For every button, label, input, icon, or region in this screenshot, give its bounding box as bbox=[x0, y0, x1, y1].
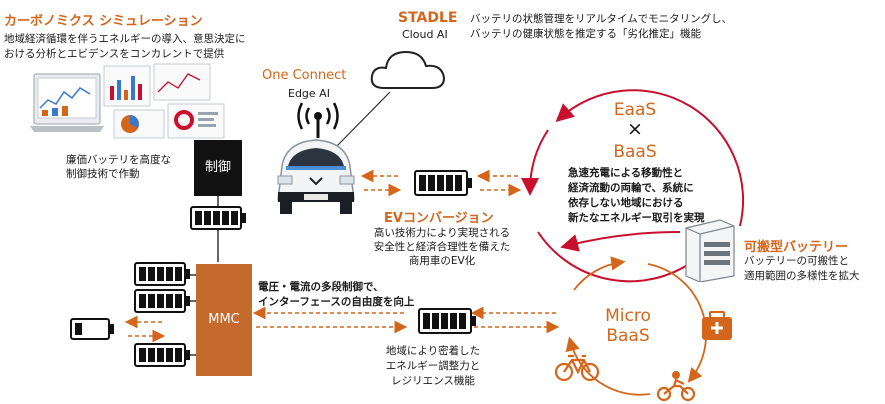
portable-desc-2: 適用範囲の多様性を拡大 bbox=[744, 270, 860, 282]
micro-baas-desc-2: エネルギー調整力と bbox=[385, 360, 481, 372]
micro-label: Micro bbox=[605, 306, 651, 326]
scooter-icon bbox=[656, 371, 696, 402]
control-box: 制御 bbox=[194, 140, 242, 196]
portable-battery-icon bbox=[685, 219, 735, 282]
stadle-subtitle: Cloud AI bbox=[402, 28, 448, 41]
bicycle-icon bbox=[554, 354, 600, 382]
one-connect-subtitle: Edge AI bbox=[288, 87, 330, 100]
eaas-desc-2: 経済流動の両輪で、系統に bbox=[568, 182, 694, 194]
eaas-desc-1: 急速充電による移動性と bbox=[568, 167, 684, 179]
ev-conversion-desc-2: 安全性と経済合理性を備えた bbox=[373, 241, 511, 253]
micro-baas-desc-3: レジリエンス機能 bbox=[391, 375, 475, 387]
carbonomics-desc-1: 地域経済循環を伴うエネルギーの導入、意思決定に bbox=[4, 33, 246, 45]
portable-title: 可搬型バッテリー bbox=[744, 240, 849, 255]
ev-conversion-title: EVコンバージョン bbox=[384, 211, 494, 226]
ev-conversion-desc-1: 高い技術力により実現される bbox=[373, 227, 511, 239]
first-aid-battery-icon bbox=[702, 311, 732, 340]
cloud-icon bbox=[370, 50, 446, 89]
carbonomics-title: カーボノミクス シミュレーション bbox=[4, 14, 203, 29]
baas-label: BaaS bbox=[613, 142, 657, 162]
battery-icon-mmc-3 bbox=[134, 343, 190, 367]
battery-low-icon bbox=[70, 318, 114, 340]
mmc-desc-2: インターフェースの自由度を向上 bbox=[258, 296, 415, 308]
laptop-dashboard-icon bbox=[30, 63, 225, 139]
battery-icon-mmc-2 bbox=[134, 289, 190, 313]
eaas-cross: × bbox=[627, 118, 643, 140]
wifi-antenna-icon bbox=[297, 102, 339, 138]
stadle-desc-2: バッテリの健康状態を推定する「劣化推定」機能 bbox=[470, 28, 701, 40]
control-desc-1: 廉価バッテリを高度な bbox=[66, 154, 171, 166]
ev-van-icon bbox=[277, 139, 355, 214]
stadle-desc-1: バッテリの状態管理をリアルタイムでモニタリングし、 bbox=[470, 13, 733, 25]
carbonomics-desc-2: おける分析とエビデンスをコンカレントで提供 bbox=[4, 48, 225, 60]
battery-icon bbox=[190, 206, 246, 230]
micro-baas-desc-1: 地域により密着した bbox=[385, 345, 481, 357]
battery-icon-ev bbox=[414, 170, 472, 196]
mmc-desc-1: 電圧・電流の多段制御で、 bbox=[258, 281, 384, 293]
eaas-desc-3: 依存しない地域における bbox=[568, 197, 684, 209]
stadle-title: STADLE bbox=[398, 10, 458, 26]
micro-baas-label: BaaS bbox=[606, 326, 650, 346]
ev-conversion-desc-3: 商用車のEV化 bbox=[408, 255, 476, 267]
eaas-label: EaaS bbox=[613, 100, 657, 120]
one-connect-title: One Connect bbox=[262, 68, 347, 83]
battery-icon-mmc-1 bbox=[134, 262, 190, 286]
control-desc-2: 制御技術で作動 bbox=[66, 168, 140, 180]
battery-icon-micro bbox=[418, 308, 476, 334]
mmc-box: MMC bbox=[196, 264, 252, 376]
portable-desc-1: バッテリーの可搬性と bbox=[744, 255, 849, 267]
eaas-desc-4: 新たなエネルギー取引を実現 bbox=[568, 212, 705, 224]
